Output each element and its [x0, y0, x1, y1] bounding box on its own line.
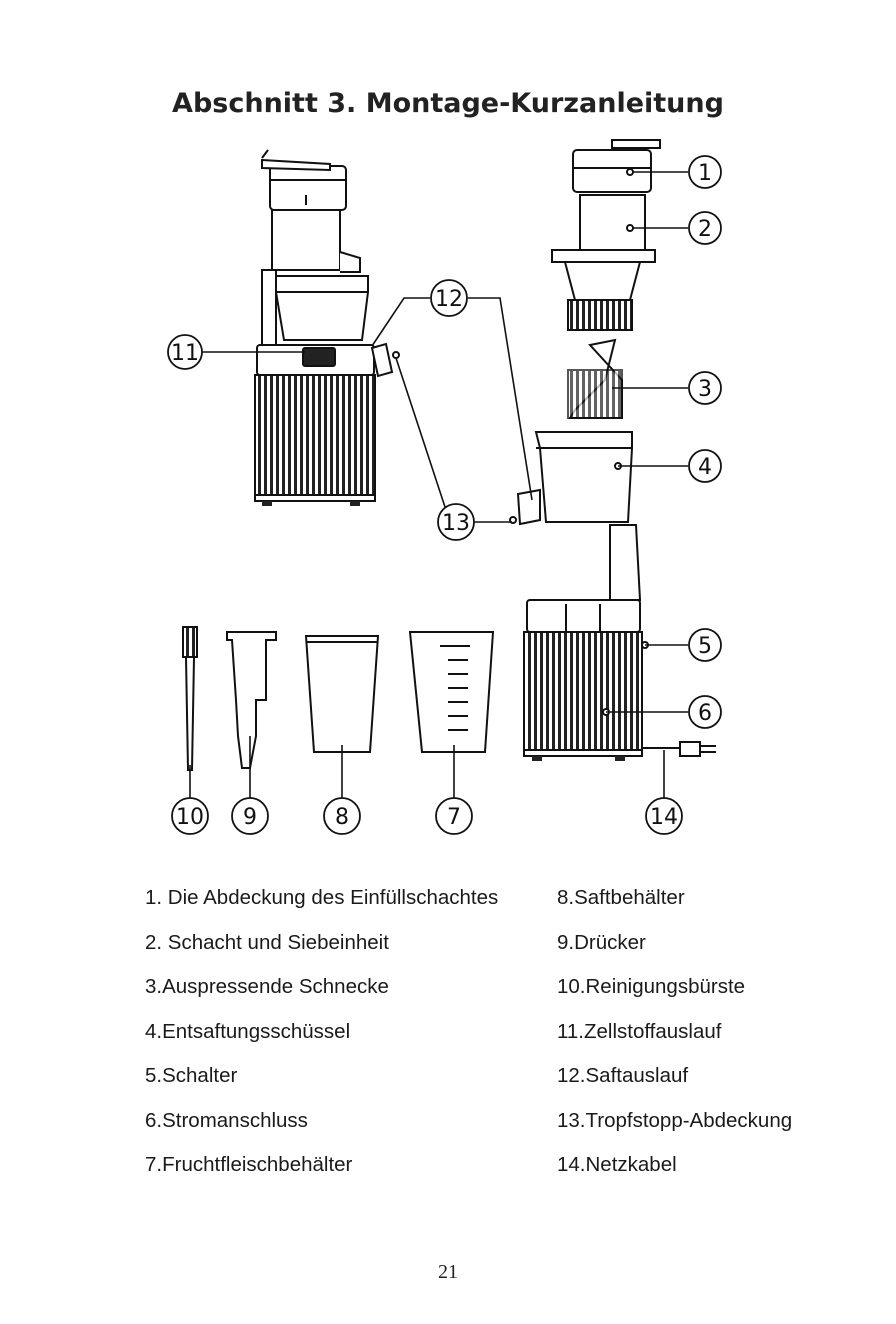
- legend-item: 7.Fruchtfleischbehälter: [145, 1153, 353, 1176]
- svg-text:8: 8: [335, 805, 349, 830]
- callout-3: 3: [688, 371, 722, 405]
- part-base-ribs: [523, 631, 643, 751]
- svg-text:14: 14: [650, 805, 678, 830]
- page-number: 21: [438, 1261, 458, 1283]
- legend-item: 12.Saftauslauf: [557, 1064, 689, 1087]
- svg-text:7: 7: [447, 805, 461, 830]
- juice-cup: [304, 635, 380, 753]
- assembled-juice-spout: [370, 342, 394, 378]
- svg-text:9: 9: [243, 805, 257, 830]
- callout-2: 2: [688, 211, 722, 245]
- cleaning-brush: [182, 626, 198, 658]
- callout-1: 1: [688, 155, 722, 189]
- page-title: Abschnitt 3. Montage-Kurzanleitung: [172, 88, 724, 119]
- callout-11: 11: [167, 334, 203, 370]
- pusher: [226, 631, 277, 769]
- svg-text:4: 4: [698, 455, 712, 480]
- legend-item: 9.Drücker: [557, 930, 646, 954]
- callout-6: 6: [688, 695, 722, 729]
- legend-item: 4.Entsaftungsschüssel: [145, 1019, 351, 1043]
- callout-9: 9: [231, 797, 269, 835]
- accessories-illustration: [182, 626, 495, 771]
- svg-text:10: 10: [176, 805, 204, 830]
- assembled-pulp-outlet: [302, 347, 336, 367]
- svg-text:12: 12: [435, 287, 463, 312]
- assembled-juicer-illustration: [254, 149, 400, 506]
- legend-column-left: 1. Die Abdeckung des Einfüllschachtes 2.…: [145, 884, 555, 1196]
- assembly-diagram: 1 2 3 4 5 6 7 8 9 10 11 12 13 14: [167, 139, 722, 835]
- legend-item: 2. Schacht und Siebeinheit: [145, 930, 389, 954]
- legend-item: 13.Tropfstopp-Abdeckung: [557, 1108, 793, 1132]
- legend-item: 1. Die Abdeckung des Einfüllschachtes: [145, 886, 499, 909]
- callout-7: 7: [435, 797, 473, 835]
- leader-lines: [189, 171, 688, 798]
- callouts: 1 2 3 4 5 6 7 8 9 10 11 12 13 14: [167, 155, 722, 835]
- legend-item: 10.Reinigungsbürste: [557, 975, 746, 998]
- part-bowl: [534, 431, 633, 523]
- pulp-cup: [408, 631, 495, 753]
- part-power-cable: [642, 741, 716, 757]
- legend-item: 5.Schalter: [145, 1064, 238, 1087]
- callout-5: 5: [688, 628, 722, 662]
- svg-text:3: 3: [698, 377, 712, 402]
- svg-text:6: 6: [698, 701, 712, 726]
- callout-8: 8: [323, 797, 361, 835]
- legend-column-right: 8.Saftbehälter 9.Drücker 10.Reinigungsbü…: [557, 884, 857, 1196]
- legend-item: 14.Netzkabel: [557, 1153, 677, 1176]
- svg-text:2: 2: [698, 217, 712, 242]
- part-base-top: [526, 599, 641, 633]
- legend-item: 11.Zellstoffauslauf: [557, 1019, 722, 1043]
- assembled-lid: [269, 165, 347, 211]
- legend-item: 6.Stromanschluss: [145, 1108, 308, 1132]
- assembled-bowl: [275, 275, 369, 341]
- part-chute-sieve: [579, 194, 646, 256]
- callout-12: 12: [430, 279, 468, 317]
- svg-text:5: 5: [698, 634, 712, 659]
- callout-14: 14: [645, 797, 683, 835]
- callout-10: 10: [171, 797, 209, 835]
- exploded-parts-illustration: [509, 139, 716, 761]
- legend-item: 3.Auspressende Schnecke: [145, 975, 389, 998]
- legend-item: 8.Saftbehälter: [557, 886, 685, 909]
- assembled-base-ribs: [254, 374, 376, 496]
- svg-text:13: 13: [442, 511, 470, 536]
- callout-13: 13: [437, 503, 475, 541]
- callout-4: 4: [688, 449, 722, 483]
- svg-text:11: 11: [171, 341, 199, 366]
- svg-text:1: 1: [698, 161, 712, 186]
- assembled-chute: [271, 209, 341, 271]
- part-lid: [572, 149, 652, 193]
